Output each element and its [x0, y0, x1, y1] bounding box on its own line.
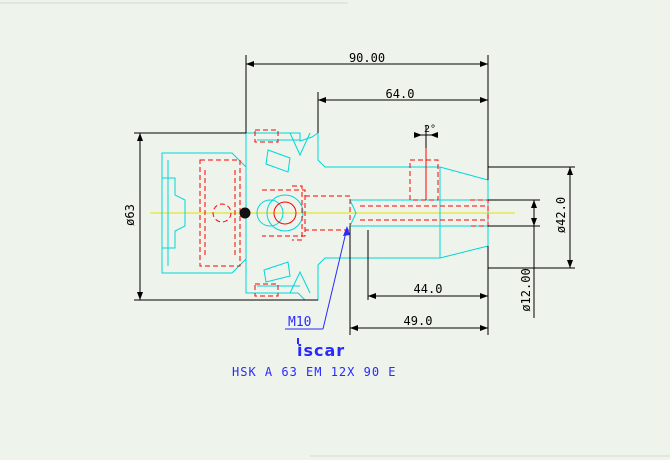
ball-plug — [239, 207, 251, 219]
body-outline — [317, 133, 489, 300]
dim-diameter-12: ø12.00 — [519, 268, 533, 311]
part-designation: HSK A 63 EM 12X 90 E — [232, 365, 397, 379]
dim-diameter-63: ø63 — [123, 204, 137, 226]
dim-length-49: 49.0 — [404, 314, 433, 328]
dim-angle: 2° — [424, 124, 436, 135]
thread-leader-arrow — [343, 226, 350, 236]
holder-outline — [161, 132, 489, 301]
red-details — [273, 148, 427, 225]
dim-diameter-42: ø42.0 — [554, 197, 568, 233]
bore-outline — [350, 199, 488, 227]
dim-length-64: 64.0 — [386, 87, 415, 101]
hidden-lines — [199, 129, 489, 297]
hsk-shank-slot — [162, 177, 186, 249]
thread-leader — [285, 227, 348, 330]
brand-logo-text: iscar — [297, 341, 345, 360]
thread-label: M10 — [288, 315, 311, 330]
dim-overall-length: 90.00 — [349, 51, 385, 65]
iscar-logo: iscar — [297, 338, 345, 360]
flange-outline — [245, 133, 262, 294]
hsk-shank-outline — [161, 152, 247, 274]
dimension-lines — [134, 55, 575, 335]
dim-length-44: 44.0 — [414, 282, 443, 296]
arrowheads — [137, 61, 573, 331]
